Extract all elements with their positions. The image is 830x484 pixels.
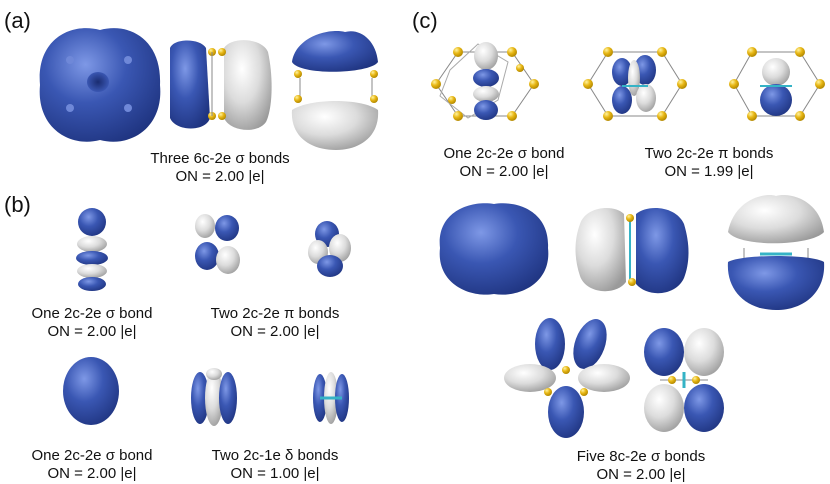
panel-b-delta-orbital-1 [191, 368, 237, 426]
caption-c-2-line1: Two 2c-2e π bonds [644, 145, 774, 162]
caption-b-1-line2: ON = 2.00 |e| [47, 323, 137, 340]
panel-a-orbital-split [170, 40, 272, 130]
caption-b-4: Two 2c-1e δ bonds ON = 1.00 |e| [200, 447, 350, 483]
caption-b-4-line2: ON = 1.00 |e| [230, 465, 320, 482]
caption-c-2-line2: ON = 1.99 |e| [664, 163, 754, 180]
panel-b-delta-orbital-2 [313, 372, 349, 424]
caption-b-3-line2: ON = 2.00 |e| [47, 465, 137, 482]
panel-c-orbital-split [575, 208, 689, 294]
caption-b-1-line1: One 2c-2e σ bond [31, 305, 153, 322]
caption-b-1: One 2c-2e σ bond ON = 2.00 |e| [22, 305, 162, 341]
panel-c-cluster-sigma [431, 42, 539, 121]
panel-label-b: (b) [4, 192, 31, 217]
caption-c-1-line1: One 2c-2e σ bond [443, 145, 565, 162]
caption-b-2-line2: ON = 2.00 |e| [230, 323, 320, 340]
panel-c-cluster-pi-2 [729, 47, 825, 121]
panel-b-sigma-sphere [63, 357, 119, 425]
panel-b-pi-orbital-2 [308, 221, 351, 277]
caption-c-3: Five 8c-2e σ bonds ON = 2.00 |e| [566, 448, 716, 484]
caption-b-3: One 2c-2e σ bond ON = 2.00 |e| [22, 447, 162, 483]
panel-a-orbital-donut [39, 28, 161, 142]
panel-label-a: (a) [4, 8, 31, 33]
panel-c-orbital-stacked [727, 195, 825, 310]
panel-c-orbital-blob [439, 203, 549, 295]
caption-c-3-line1: Five 8c-2e σ bonds [576, 448, 706, 465]
panel-label-c: (c) [412, 8, 438, 33]
caption-b-3-line1: One 2c-2e σ bond [31, 447, 153, 464]
panel-c-orbital-clover-2 [644, 328, 724, 432]
panel-b-pi-orbital-1 [195, 214, 240, 274]
panel-b-sigma-stack [76, 208, 108, 291]
caption-c-2: Two 2c-2e π bonds ON = 1.99 |e| [634, 145, 784, 181]
panel-a-orbital-stacked [291, 31, 379, 150]
panel-c-orbital-clover-1 [504, 318, 630, 438]
panel-c-cluster-pi-1 [583, 47, 687, 121]
caption-a: Three 6c-2e σ bonds ON = 2.00 |e| [150, 150, 290, 186]
caption-a-line2: ON = 2.00 |e| [175, 168, 265, 185]
caption-b-4-line1: Two 2c-1e δ bonds [211, 447, 339, 464]
caption-b-2: Two 2c-2e π bonds ON = 2.00 |e| [200, 305, 350, 341]
caption-a-line1: Three 6c-2e σ bonds [150, 150, 290, 167]
caption-c-1: One 2c-2e σ bond ON = 2.00 |e| [434, 145, 574, 181]
caption-c-1-line2: ON = 2.00 |e| [459, 163, 549, 180]
caption-c-3-line2: ON = 2.00 |e| [596, 466, 686, 483]
caption-b-2-line1: Two 2c-2e π bonds [210, 305, 340, 322]
